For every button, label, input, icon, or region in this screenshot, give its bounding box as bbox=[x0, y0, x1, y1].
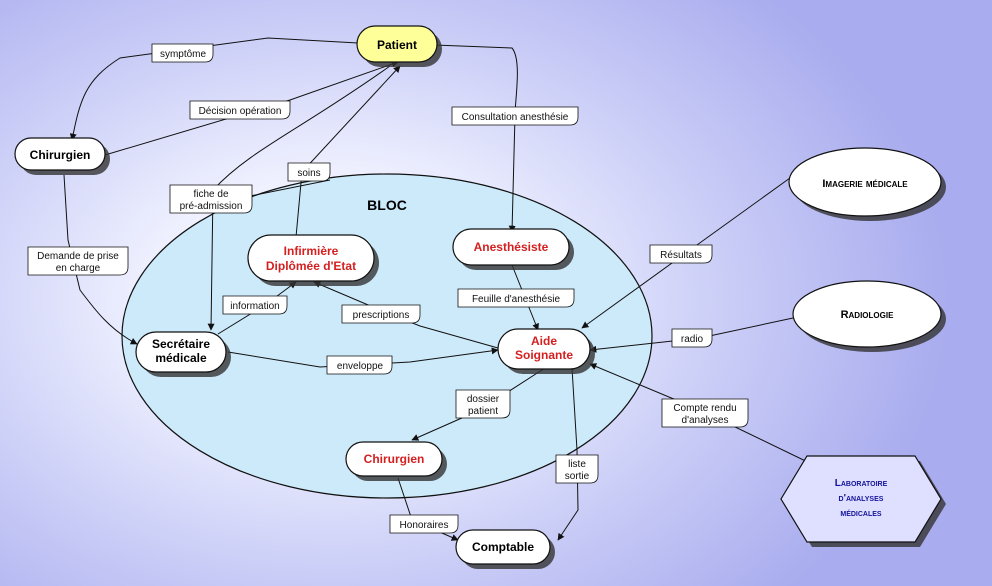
svg-text:d'analyses: d'analyses bbox=[839, 493, 884, 504]
svg-text:Consultation anesthésie: Consultation anesthésie bbox=[462, 112, 569, 123]
node-comptable: Comptable bbox=[455, 529, 555, 569]
label-honoraires: Honoraires bbox=[389, 514, 459, 534]
svg-text:Radiologie: Radiologie bbox=[841, 309, 894, 321]
svg-text:Aide: Aide bbox=[531, 334, 557, 348]
svg-text:Honoraires: Honoraires bbox=[400, 520, 449, 531]
svg-text:Résultats: Résultats bbox=[660, 250, 702, 261]
node-imagerie: Imagerie médicale bbox=[788, 147, 946, 221]
label-compte: Compte rendu d'analyses bbox=[661, 398, 749, 428]
svg-text:Soignante: Soignante bbox=[515, 348, 573, 362]
svg-text:liste: liste bbox=[568, 459, 586, 470]
svg-text:médicales: médicales bbox=[840, 508, 882, 519]
svg-text:sortie: sortie bbox=[565, 471, 590, 482]
node-secretaire: Secrétaire médicale bbox=[135, 331, 231, 377]
svg-text:enveloppe: enveloppe bbox=[337, 361, 384, 372]
svg-text:symptôme: symptôme bbox=[160, 49, 207, 60]
svg-text:fiche de: fiche de bbox=[193, 189, 228, 200]
label-symptome: symptôme bbox=[151, 43, 214, 63]
svg-text:Anesthésiste: Anesthésiste bbox=[474, 240, 549, 254]
svg-text:soins: soins bbox=[297, 168, 320, 179]
nodes: Patient Chirurgien Infirmière Diplômée d… bbox=[14, 25, 946, 569]
svg-text:information: information bbox=[230, 301, 279, 312]
label-consultation: Consultation anesthésie bbox=[451, 106, 579, 126]
svg-text:en charge: en charge bbox=[56, 263, 101, 274]
label-radio: radio bbox=[671, 328, 713, 348]
svg-text:médicale: médicale bbox=[155, 351, 207, 365]
link-labels: symptôme Décision opération Consultation… bbox=[27, 43, 749, 534]
node-chirurgien-ext: Chirurgien bbox=[14, 137, 110, 175]
node-patient: Patient bbox=[356, 25, 442, 67]
svg-text:Chirurgien: Chirurgien bbox=[364, 452, 425, 466]
label-dossier: dossier patient bbox=[455, 389, 511, 419]
label-demande: Demande de prise en charge bbox=[27, 246, 129, 276]
svg-text:Chirurgien: Chirurgien bbox=[30, 148, 91, 162]
node-radiologie: Radiologie bbox=[792, 280, 946, 352]
label-liste: liste sortie bbox=[555, 454, 599, 484]
svg-text:Infirmière: Infirmière bbox=[284, 244, 339, 258]
edge-symptome bbox=[69, 37, 359, 141]
svg-text:Diplômée d'Etat: Diplômée d'Etat bbox=[266, 259, 356, 273]
node-aide-soignante: Aide Soignante bbox=[497, 328, 595, 374]
svg-text:Laboratoire: Laboratoire bbox=[835, 478, 888, 489]
svg-text:patient: patient bbox=[468, 406, 498, 417]
edge-demande bbox=[63, 174, 138, 345]
svg-text:Compte rendu: Compte rendu bbox=[673, 403, 736, 414]
label-resultats: Résultats bbox=[649, 244, 713, 264]
edge-decision bbox=[104, 60, 399, 156]
bloc-title: BLOC bbox=[367, 197, 407, 213]
svg-text:Patient: Patient bbox=[377, 38, 417, 52]
svg-text:Secrétaire: Secrétaire bbox=[152, 337, 210, 351]
svg-text:radio: radio bbox=[681, 334, 704, 345]
label-soins: soins bbox=[287, 162, 331, 182]
svg-text:dossier: dossier bbox=[467, 394, 500, 405]
svg-text:pré-admission: pré-admission bbox=[180, 201, 243, 212]
edge-fiche-soins bbox=[249, 179, 331, 197]
edge-fiche bbox=[207, 65, 391, 331]
label-enveloppe: enveloppe bbox=[326, 355, 393, 375]
svg-text:prescriptions: prescriptions bbox=[353, 310, 410, 321]
node-anesthesiste: Anesthésiste bbox=[452, 228, 574, 270]
label-feuille: Feuille d'anesthésie bbox=[457, 288, 575, 308]
svg-text:Décision opération: Décision opération bbox=[199, 106, 282, 117]
svg-text:Demande de prise: Demande de prise bbox=[37, 251, 119, 262]
label-fiche: fiche de pré-admission bbox=[169, 184, 253, 214]
svg-text:Comptable: Comptable bbox=[472, 540, 534, 554]
svg-text:Feuille d'anesthésie: Feuille d'anesthésie bbox=[472, 294, 561, 305]
svg-text:Imagerie médicale: Imagerie médicale bbox=[822, 178, 908, 190]
label-information: information bbox=[222, 295, 288, 315]
node-infirmiere: Infirmière Diplômée d'Etat bbox=[247, 234, 379, 286]
label-decision: Décision opération bbox=[189, 100, 291, 120]
node-chirurgien-bloc: Chirurgien bbox=[345, 441, 447, 481]
node-laboratoire: Laboratoire d'analyses médicales bbox=[780, 455, 946, 547]
svg-text:d'analyses: d'analyses bbox=[682, 415, 729, 426]
label-prescriptions: prescriptions bbox=[341, 304, 421, 324]
